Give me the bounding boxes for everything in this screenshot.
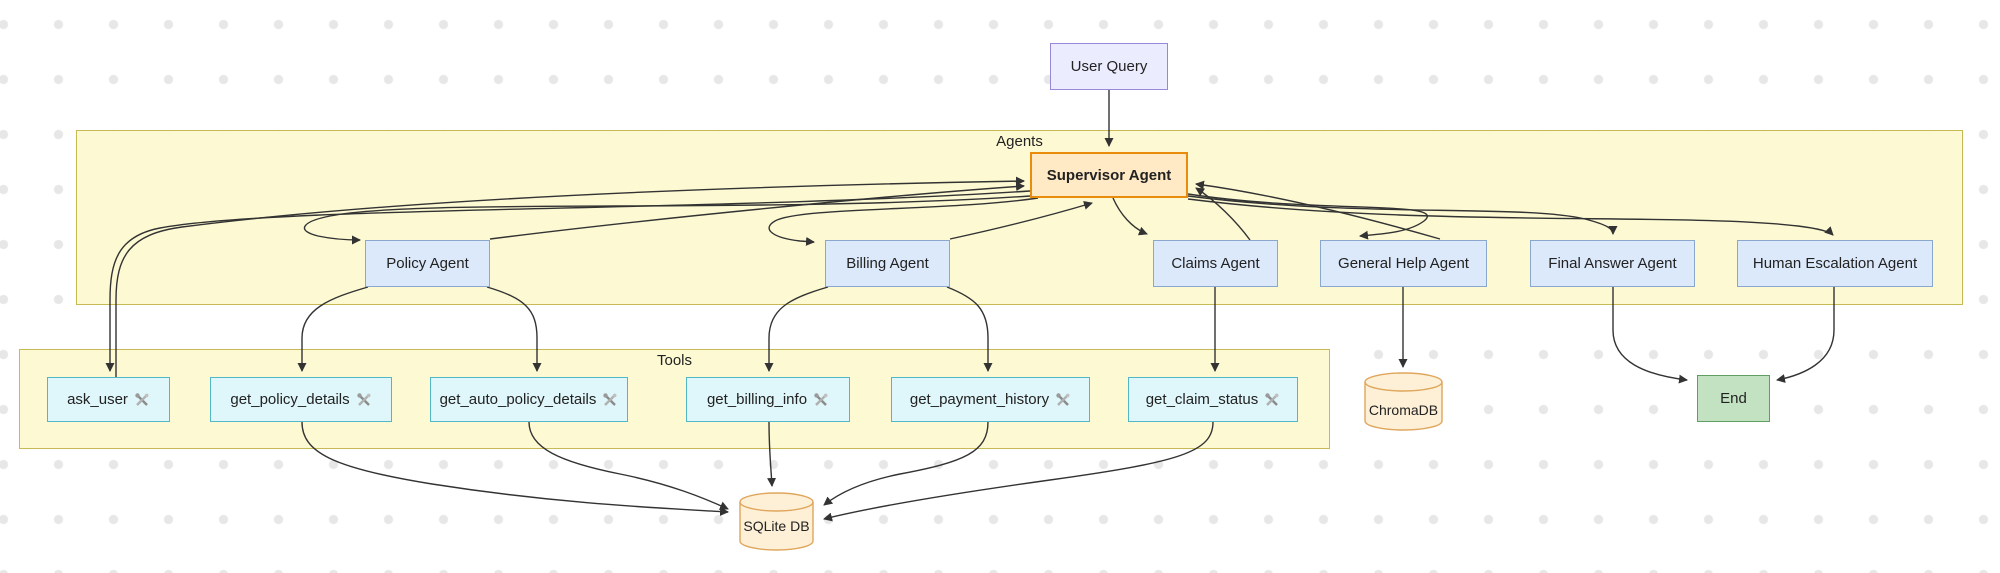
node-get-policy-details: get_policy_details <box>210 377 392 422</box>
node-label: General Help Agent <box>1338 255 1469 272</box>
node-label: Supervisor Agent <box>1046 166 1172 184</box>
hammer-wrench-icon <box>356 392 371 406</box>
hammer-wrench-icon <box>814 392 828 406</box>
node-final-answer-agent: Final Answer Agent <box>1530 240 1695 287</box>
node-label: Billing Agent <box>846 255 929 272</box>
node-policy-agent: Policy Agent <box>365 240 490 287</box>
node-get-auto-policy-details: get_auto_policy_details <box>430 377 628 422</box>
node-label: SQLite DB <box>743 518 810 534</box>
hammer-wrench-icon <box>1265 392 1279 406</box>
node-label: ask_user <box>67 391 128 408</box>
node-label: Claims Agent <box>1171 255 1260 272</box>
node-label: get_payment_history <box>909 391 1050 408</box>
node-label: Policy Agent <box>386 255 469 272</box>
node-general-help-agent: General Help Agent <box>1320 240 1487 287</box>
node-billing-agent: Billing Agent <box>825 240 950 287</box>
node-human-escalation-agent: Human Escalation Agent <box>1737 240 1933 287</box>
hammer-wrench-icon <box>135 392 149 406</box>
node-label: Final Answer Agent <box>1548 255 1677 272</box>
node-supervisor-agent: Supervisor Agent <box>1030 152 1188 198</box>
node-label: get_policy_details <box>230 391 350 408</box>
node-claims-agent: Claims Agent <box>1153 240 1278 287</box>
node-get-claim-status: get_claim_status <box>1128 377 1298 422</box>
tools-container-label: Tools <box>656 352 693 369</box>
node-get-billing-info: get_billing_info <box>686 377 850 422</box>
node-label: get_auto_policy_details <box>439 391 597 408</box>
hammer-wrench-icon <box>1056 392 1070 406</box>
node-end: End <box>1697 375 1770 422</box>
node-label: get_billing_info <box>706 391 808 408</box>
node-label: Human Escalation Agent <box>1752 255 1918 272</box>
node-label: ChromaDB <box>1368 402 1439 418</box>
agents-container-label: Agents <box>996 133 1043 150</box>
hammer-wrench-icon <box>603 392 617 406</box>
node-get-payment-history: get_payment_history <box>891 377 1090 422</box>
node-label: User Query <box>1070 58 1148 75</box>
node-label: get_claim_status <box>1145 391 1259 408</box>
node-sqlite-db: SQLite DB <box>740 514 813 538</box>
node-user-query: User Query <box>1050 43 1168 90</box>
node-label: End <box>1720 390 1747 407</box>
node-ask-user: ask_user <box>47 377 170 422</box>
node-chromadb: ChromaDB <box>1365 398 1442 422</box>
